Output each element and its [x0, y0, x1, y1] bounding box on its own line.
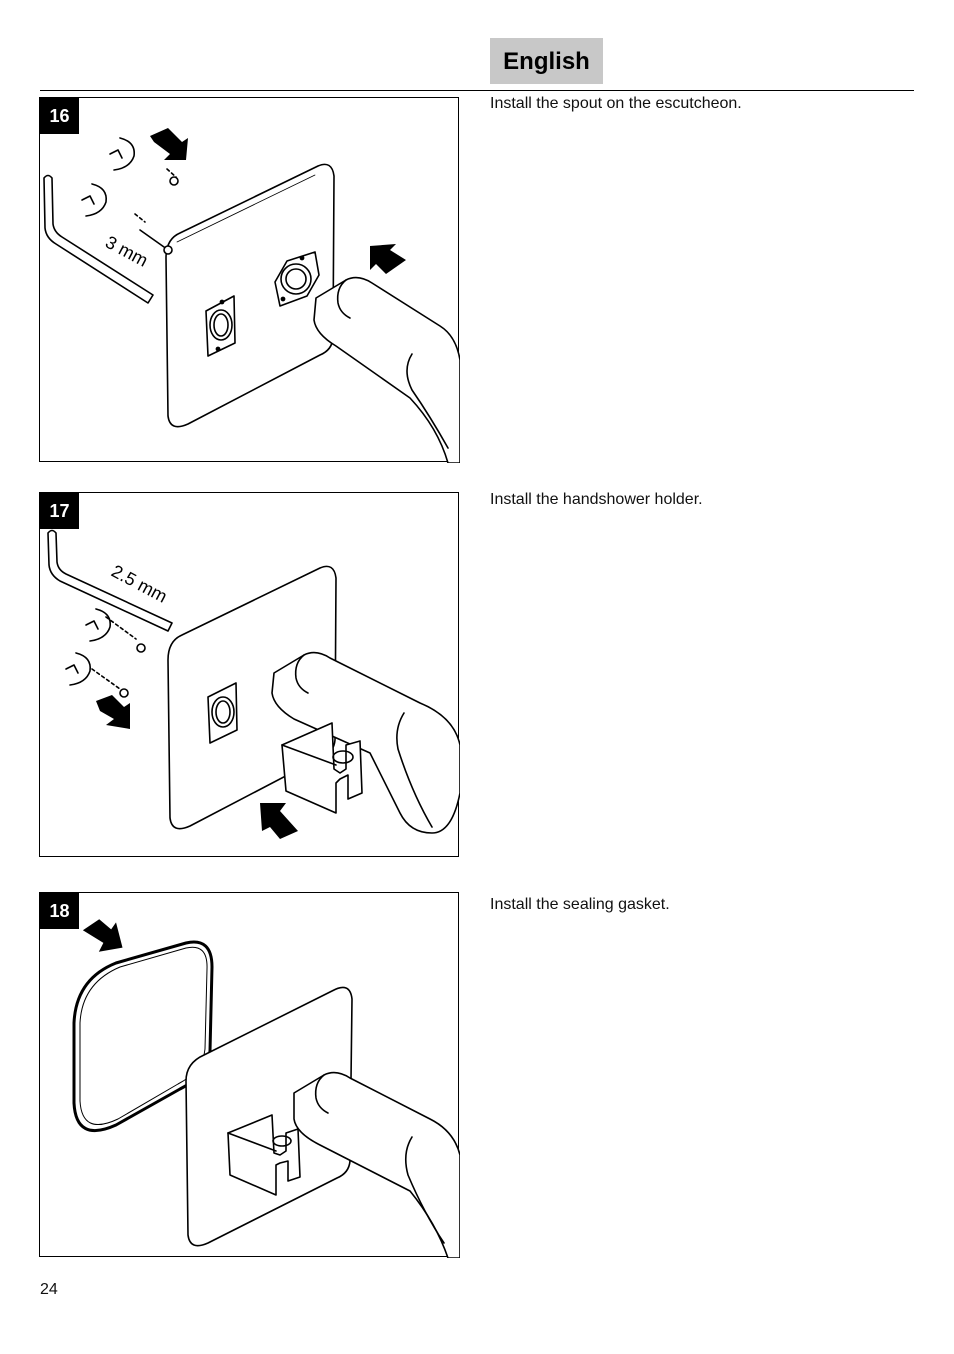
- hex-key-size-label: 3 mm: [102, 232, 151, 271]
- language-tab: English: [490, 38, 603, 84]
- step-number-badge: 18: [40, 893, 79, 929]
- page-number: 24: [40, 1281, 58, 1298]
- step-number-badge: 16: [40, 98, 79, 134]
- step-18-instruction: Install the sealing gasket.: [490, 896, 670, 913]
- step-17-illustration: 2.5 mm: [47, 529, 460, 839]
- step-16-instruction: Install the spout on the escutcheon.: [490, 95, 742, 112]
- step-16-illustration: 3 mm: [43, 128, 460, 463]
- step-16-figure: 3 mm 16: [39, 97, 460, 463]
- step-18-illustration: [72, 919, 460, 1258]
- step-18-figure: 18: [39, 892, 460, 1258]
- step-number-badge: 17: [40, 493, 79, 529]
- header-rule: [40, 90, 914, 91]
- step-17-figure: 2.5 mm 17: [39, 492, 460, 857]
- step-17-instruction: Install the handshower holder.: [490, 491, 703, 508]
